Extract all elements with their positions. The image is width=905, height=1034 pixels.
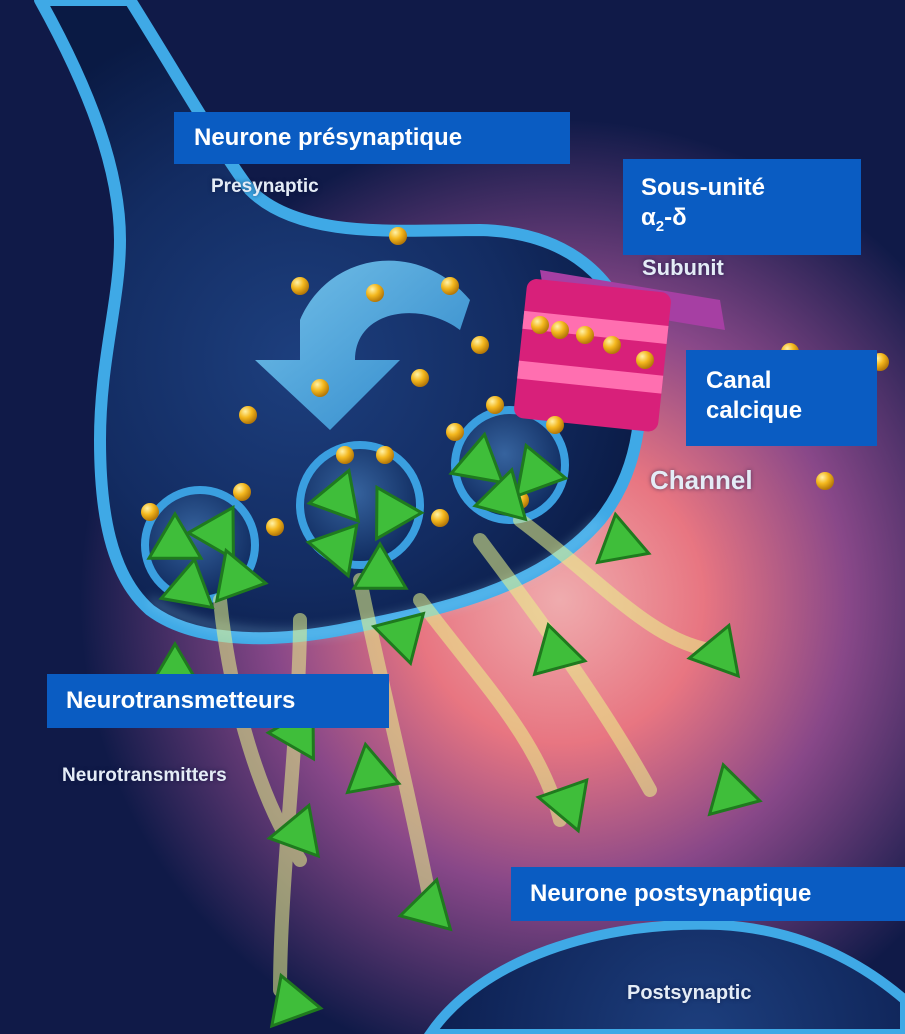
calcium-ion-icon (311, 379, 329, 397)
calcium-ion-icon (441, 277, 459, 295)
calcium-ion-icon (366, 284, 384, 302)
calcium-ion-icon (816, 472, 834, 490)
calcium-ion-icon (531, 316, 549, 334)
calcium-ion-icon (239, 406, 257, 424)
calcium-ion-icon (551, 321, 569, 339)
calcium-ion-icon (411, 369, 429, 387)
calcium-ion-icon (376, 446, 394, 464)
neurotransmitters-label: Neurotransmitters (62, 765, 227, 787)
channel-label: Channel (650, 465, 753, 496)
calcium-ion-icon (603, 336, 621, 354)
calcium-ion-icon (336, 446, 354, 464)
calcium-ion-icon (233, 483, 251, 501)
calcium-channel-label: Canal calcique (686, 350, 877, 446)
calcium-ion-icon (636, 351, 654, 369)
calcium-ion-icon (486, 396, 504, 414)
presynaptic-neuron-label: Neurone présynaptique (174, 112, 570, 164)
calcium-ion-icon (291, 277, 309, 295)
calcium-ion-icon (431, 509, 449, 527)
postsynaptic-label: Postsynaptic (627, 982, 751, 1005)
subunit-label: Subunit (642, 255, 724, 281)
presynaptic-label: Presynaptic (211, 176, 319, 198)
calcium-ion-icon (471, 336, 489, 354)
calcium-ion-icon (576, 326, 594, 344)
postsynaptic-neuron-label: Neurone postsynaptique (511, 867, 905, 921)
calcium-ion-icon (446, 423, 464, 441)
calcium-ion-icon (546, 416, 564, 434)
alpha2-delta-subunit-label: Sous-unité α2-δ (623, 159, 861, 255)
calcium-ion-icon (389, 227, 407, 245)
calcium-ion-icon (141, 503, 159, 521)
neurotransmitters-fr-label: Neurotransmetteurs (47, 674, 389, 728)
calcium-ion-icon (266, 518, 284, 536)
